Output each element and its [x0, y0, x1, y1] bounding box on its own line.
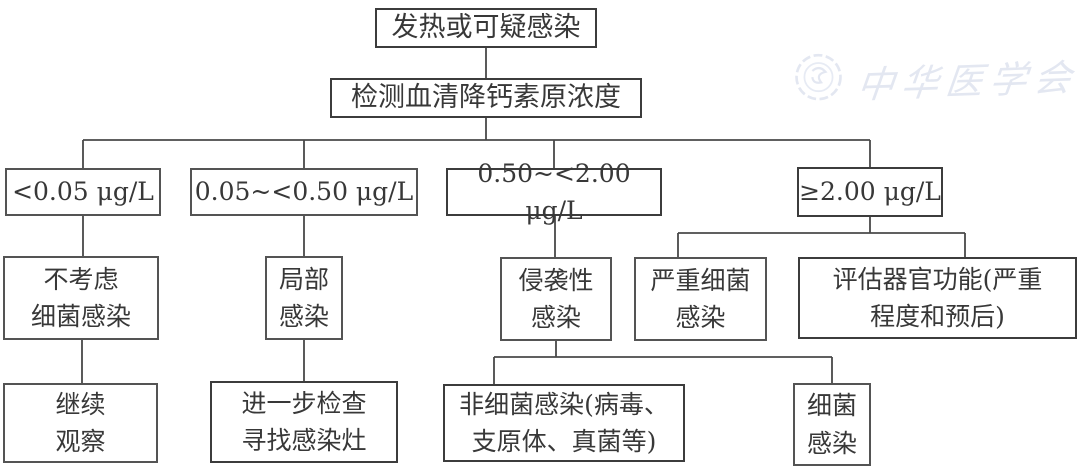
node-range-0-05-to-0-50: 0.05~<0.50 μg/L	[190, 168, 418, 216]
node-bacterial-infection: 细菌 感染	[793, 383, 871, 466]
node-range-above-2-00: ≥2.00 μg/L	[797, 167, 943, 217]
node-severe-bacterial-infection: 严重细菌 感染	[634, 257, 767, 341]
node-invasive-infection: 侵袭性 感染	[500, 257, 612, 341]
node-fever-or-suspected-infection: 发热或可疑感染	[375, 8, 597, 48]
node-assess-organ-function: 评估器官功能(严重 程度和预后)	[798, 257, 1077, 339]
node-continue-observation: 继续 观察	[3, 383, 158, 463]
node-further-examination-find-focus: 进一步检查 寻找感染灶	[210, 381, 398, 463]
node-non-bacterial-infection: 非细菌感染(病毒、 支原体、真菌等)	[443, 384, 685, 462]
node-range-0-50-to-2-00: 0.50~<2.00 μg/L	[446, 159, 662, 225]
node-range-below-0-05: <0.05 μg/L	[5, 168, 161, 216]
node-no-bacterial-infection-considered: 不考虑 细菌感染	[3, 256, 159, 340]
node-local-infection: 局部 感染	[265, 256, 343, 340]
node-test-serum-procalcitonin: 检测血清降钙素原浓度	[330, 78, 642, 118]
connector-path	[81, 48, 966, 384]
